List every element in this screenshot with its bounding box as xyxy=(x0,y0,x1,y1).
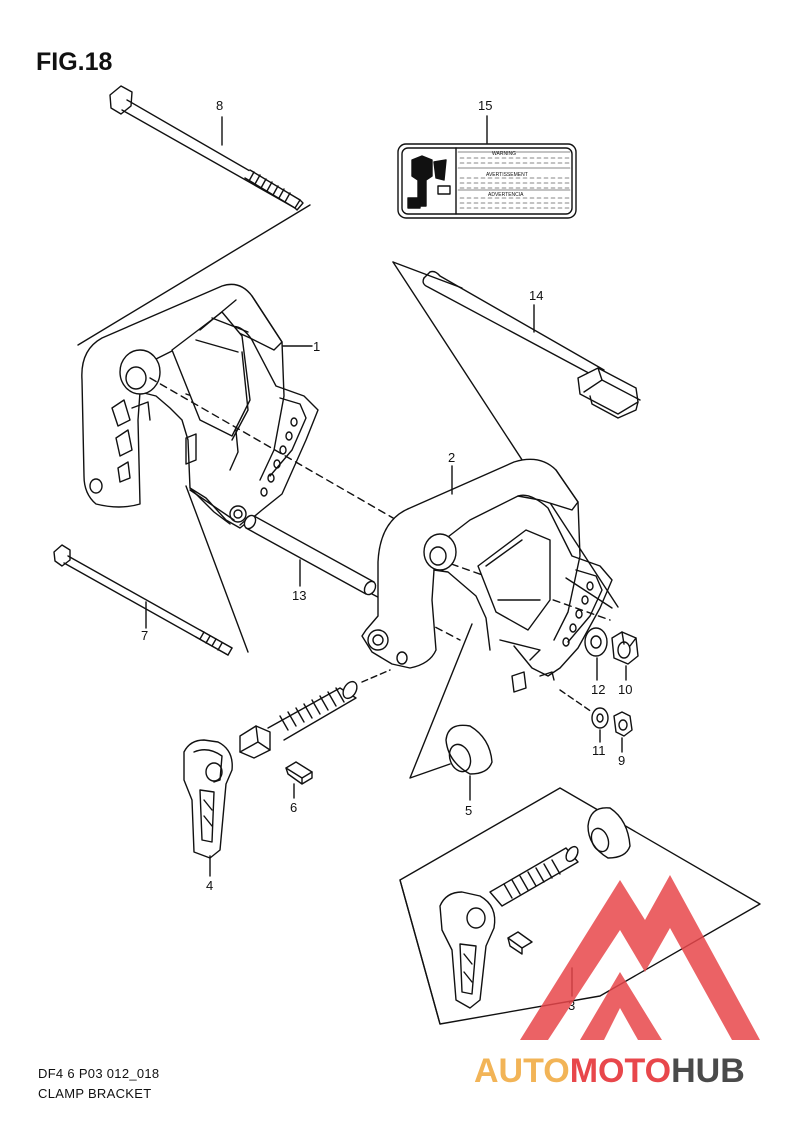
part-6-pin[interactable] xyxy=(285,761,313,785)
callout-1: 1 xyxy=(313,339,320,354)
callout-9: 9 xyxy=(618,753,625,768)
part-8-bolt[interactable] xyxy=(109,85,304,211)
leader-line xyxy=(77,204,311,346)
callout-14: 14 xyxy=(529,288,543,303)
part-10-nut[interactable] xyxy=(611,631,639,665)
leader-line xyxy=(565,577,613,609)
watermark-part-1: AUTO xyxy=(474,1052,570,1090)
callout-6: 6 xyxy=(290,800,297,815)
callout-12: 12 xyxy=(591,682,605,697)
callout-2: 2 xyxy=(448,450,455,465)
axis-line xyxy=(149,377,401,523)
axis-line xyxy=(559,689,593,713)
watermark-text: AUTOMOTOHUB xyxy=(474,1052,745,1090)
label-15-line-1: WARNING xyxy=(492,151,516,157)
part-4-handle[interactable] xyxy=(183,739,233,859)
part-12-washer[interactable] xyxy=(584,627,608,657)
callout-11: 11 xyxy=(592,743,606,758)
part-13-shaft[interactable] xyxy=(242,513,378,596)
part-3-screw-assembly[interactable] xyxy=(439,807,631,1009)
callout-3: 3 xyxy=(568,998,575,1013)
callout-8: 8 xyxy=(216,98,223,113)
leader-line xyxy=(185,485,249,653)
part-15-warning-label[interactable] xyxy=(397,143,577,219)
diagram-name: CLAMP BRACKET xyxy=(38,1086,152,1101)
part-9-nut[interactable] xyxy=(613,711,633,737)
label-15-line-2: AVERTISSEMENT xyxy=(486,172,528,178)
clamp-screw[interactable] xyxy=(239,679,360,759)
watermark-part-2: MOTO xyxy=(570,1052,671,1090)
label-15-line-3: ADVERTENCIA xyxy=(488,192,524,198)
callout-5: 5 xyxy=(465,803,472,818)
callout-7: 7 xyxy=(141,628,148,643)
callout-13: 13 xyxy=(292,588,306,603)
part-3-box-edge xyxy=(399,879,441,1025)
part-7-bolt[interactable] xyxy=(53,544,233,656)
callout-4: 4 xyxy=(206,878,213,893)
figure-title: FIG.18 xyxy=(36,48,113,76)
diagram-code: DF4 6 P03 012_018 xyxy=(38,1066,160,1081)
logo-mark-icon xyxy=(520,875,760,1040)
watermark-logo: AUTOMOTOHUB xyxy=(474,875,760,1090)
leader-line xyxy=(409,623,473,779)
leader-line xyxy=(189,489,235,521)
leader-line xyxy=(392,261,463,289)
watermark-part-3: HUB xyxy=(671,1052,745,1090)
callout-10: 10 xyxy=(618,682,632,697)
leader-line xyxy=(392,261,619,608)
axis-line xyxy=(361,669,391,683)
part-2-clamp-bracket[interactable] xyxy=(361,458,613,693)
callout-15: 15 xyxy=(478,98,492,113)
part-14-rod[interactable] xyxy=(422,270,641,419)
part-5-pad[interactable] xyxy=(445,724,493,775)
part-11-washer[interactable] xyxy=(591,707,609,729)
